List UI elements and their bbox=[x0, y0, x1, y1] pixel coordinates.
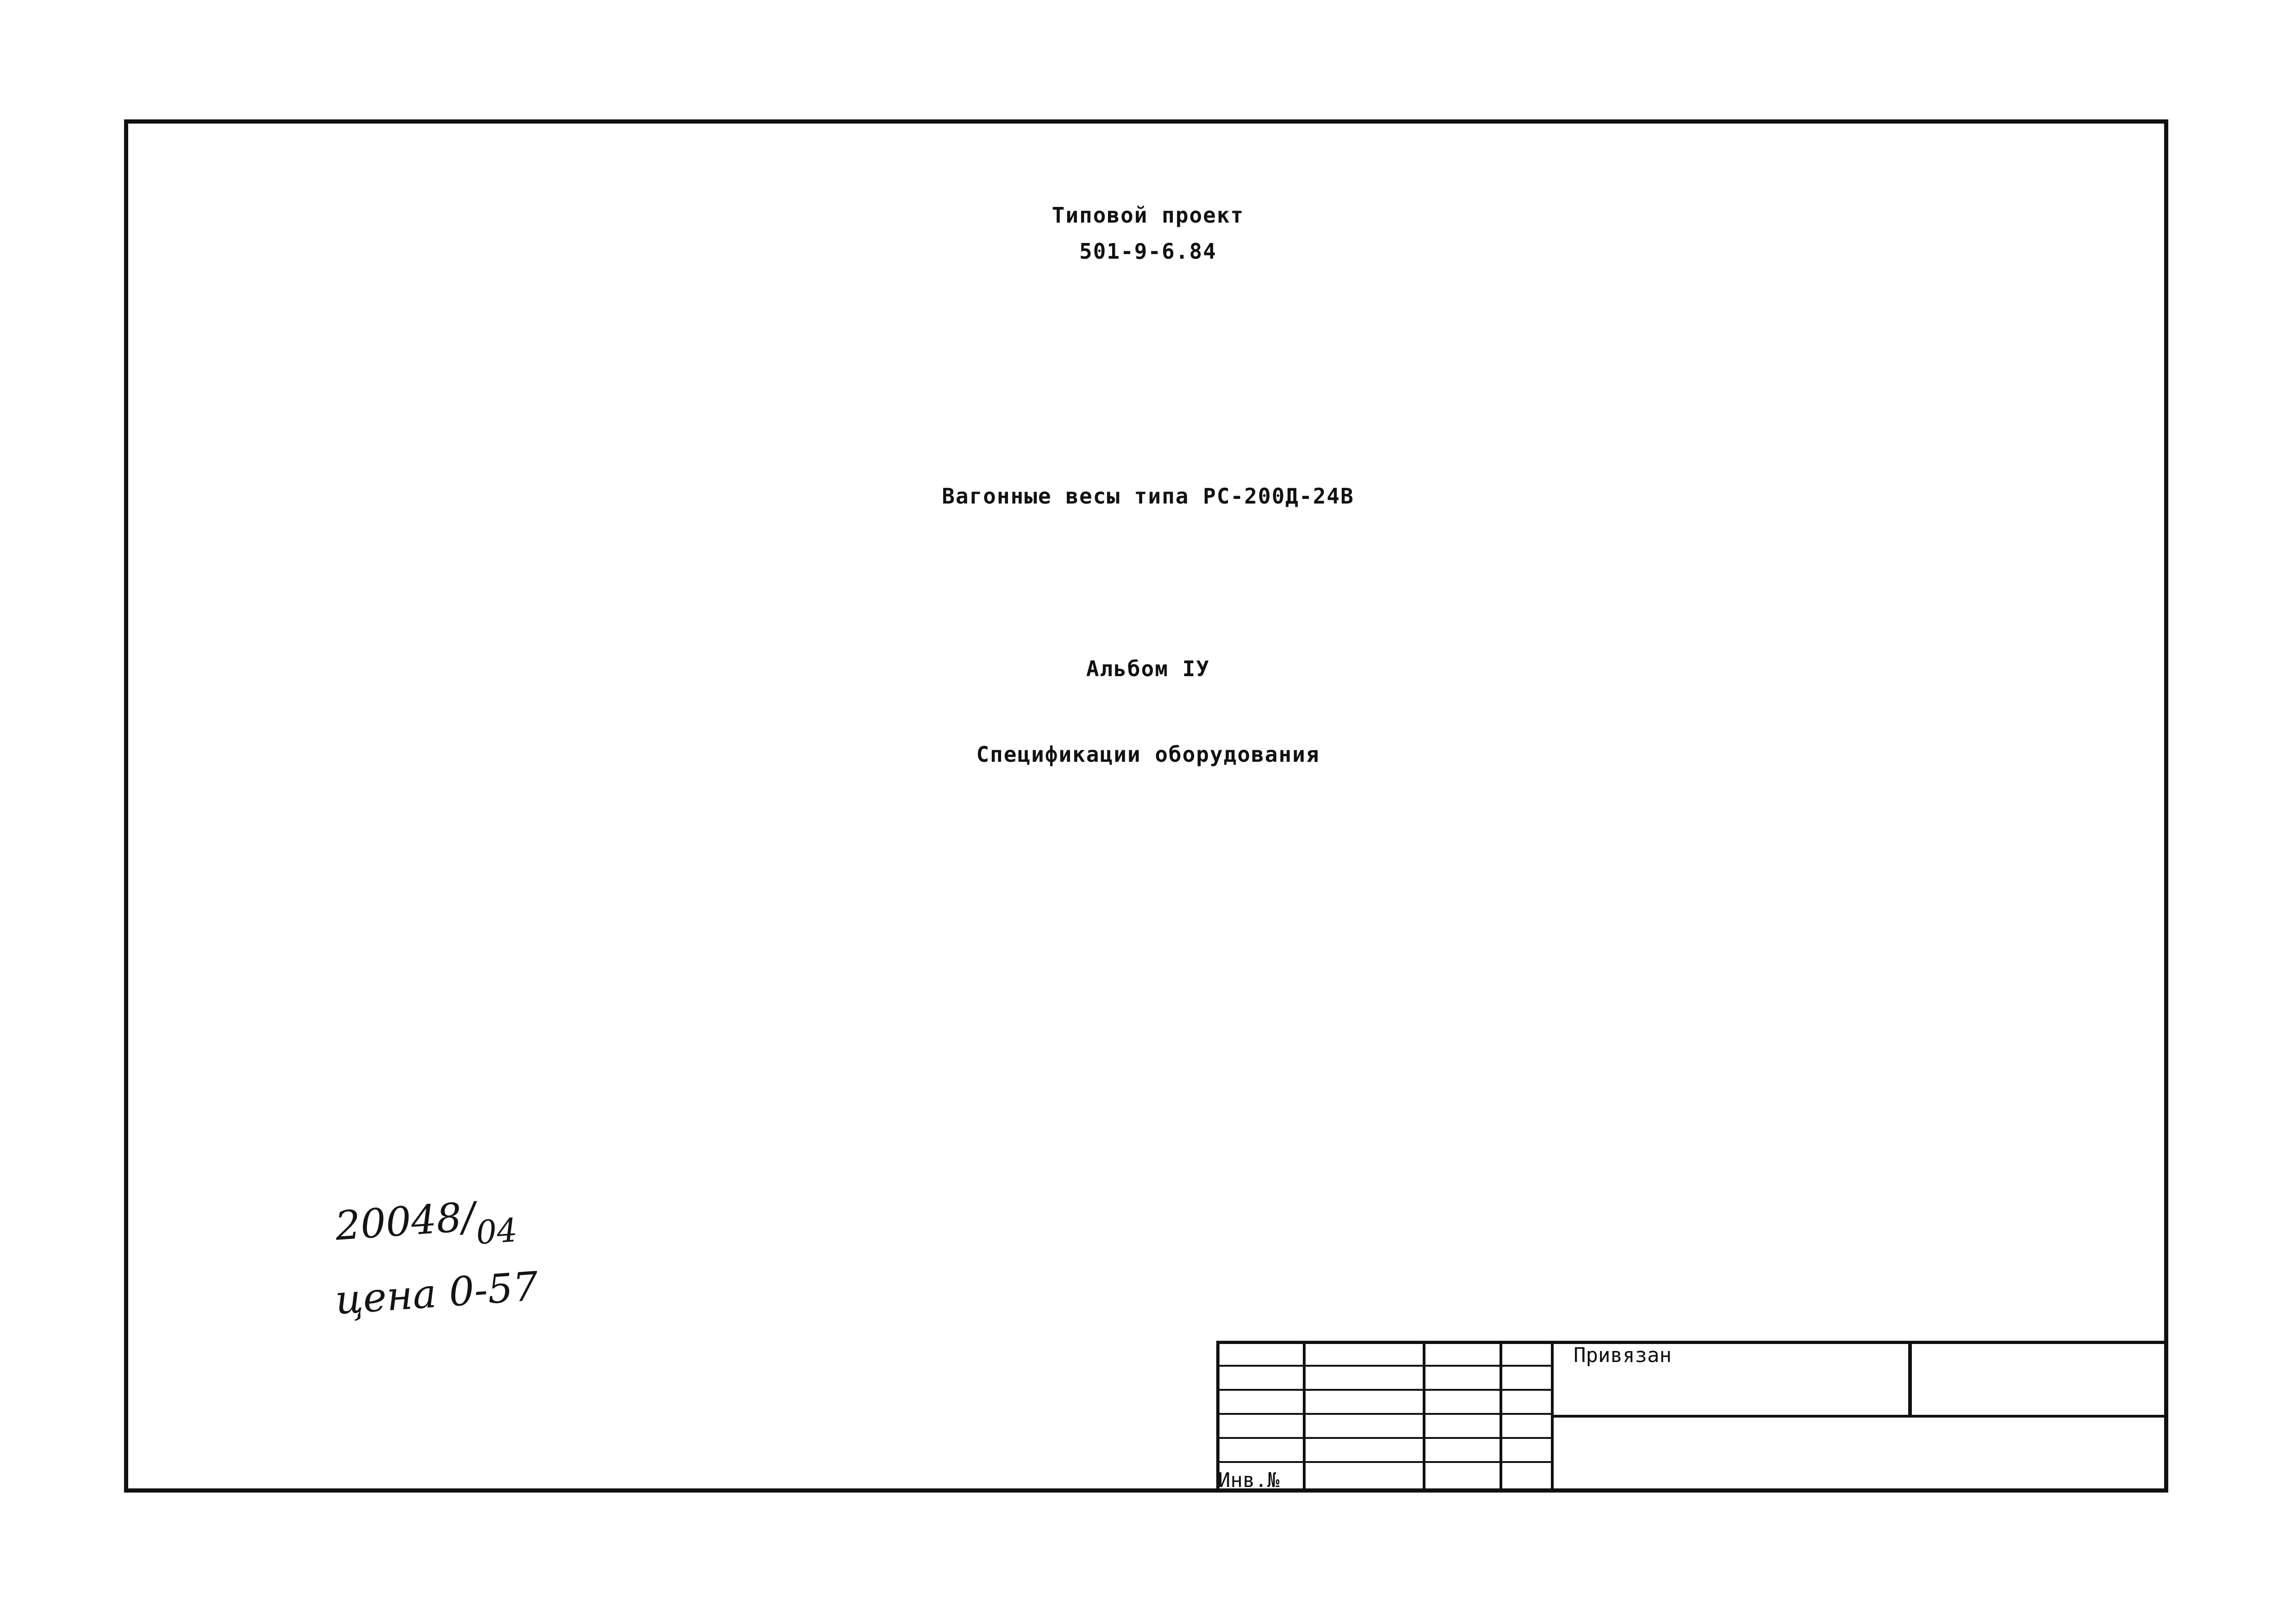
stamp-bound-label: Привязан bbox=[1574, 1344, 1672, 1367]
album-number: Альбом IУ bbox=[1086, 656, 1210, 681]
handwritten-number-fraction: 04 bbox=[474, 1211, 519, 1252]
stamp-top-border bbox=[1216, 1341, 2168, 1344]
stamp-row-line bbox=[1216, 1413, 1554, 1415]
stamp-row-line bbox=[1216, 1437, 1554, 1439]
sheet-frame bbox=[124, 119, 2168, 1493]
stamp-row-line bbox=[1216, 1389, 1554, 1391]
project-code: 501-9-6.84 bbox=[1079, 239, 1217, 264]
contents-title: Спецификации оборудования bbox=[976, 742, 1320, 767]
stamp-column-divider bbox=[1423, 1341, 1425, 1493]
project-label: Типовой проект bbox=[1052, 203, 1244, 228]
stamp-right-column-divider bbox=[1908, 1341, 1912, 1418]
handwritten-number-main: 20048 bbox=[334, 1195, 463, 1250]
stamp-right-divider bbox=[1551, 1415, 2168, 1418]
stamp-column-divider bbox=[1303, 1341, 1306, 1493]
stamp-column-divider bbox=[1500, 1341, 1502, 1493]
handwritten-fraction-slash: / bbox=[460, 1194, 477, 1241]
stamp-inventory-label: Инв.№ bbox=[1218, 1468, 1280, 1492]
stamp-left-border bbox=[1216, 1341, 1220, 1493]
stamp-row-line bbox=[1216, 1365, 1554, 1367]
stamp-row-line bbox=[1216, 1461, 1554, 1463]
title-block-stamp: Привязан Инв.№ bbox=[1216, 1341, 2168, 1493]
object-title: Вагонные весы типа РС-200Д-24В bbox=[942, 484, 1354, 509]
